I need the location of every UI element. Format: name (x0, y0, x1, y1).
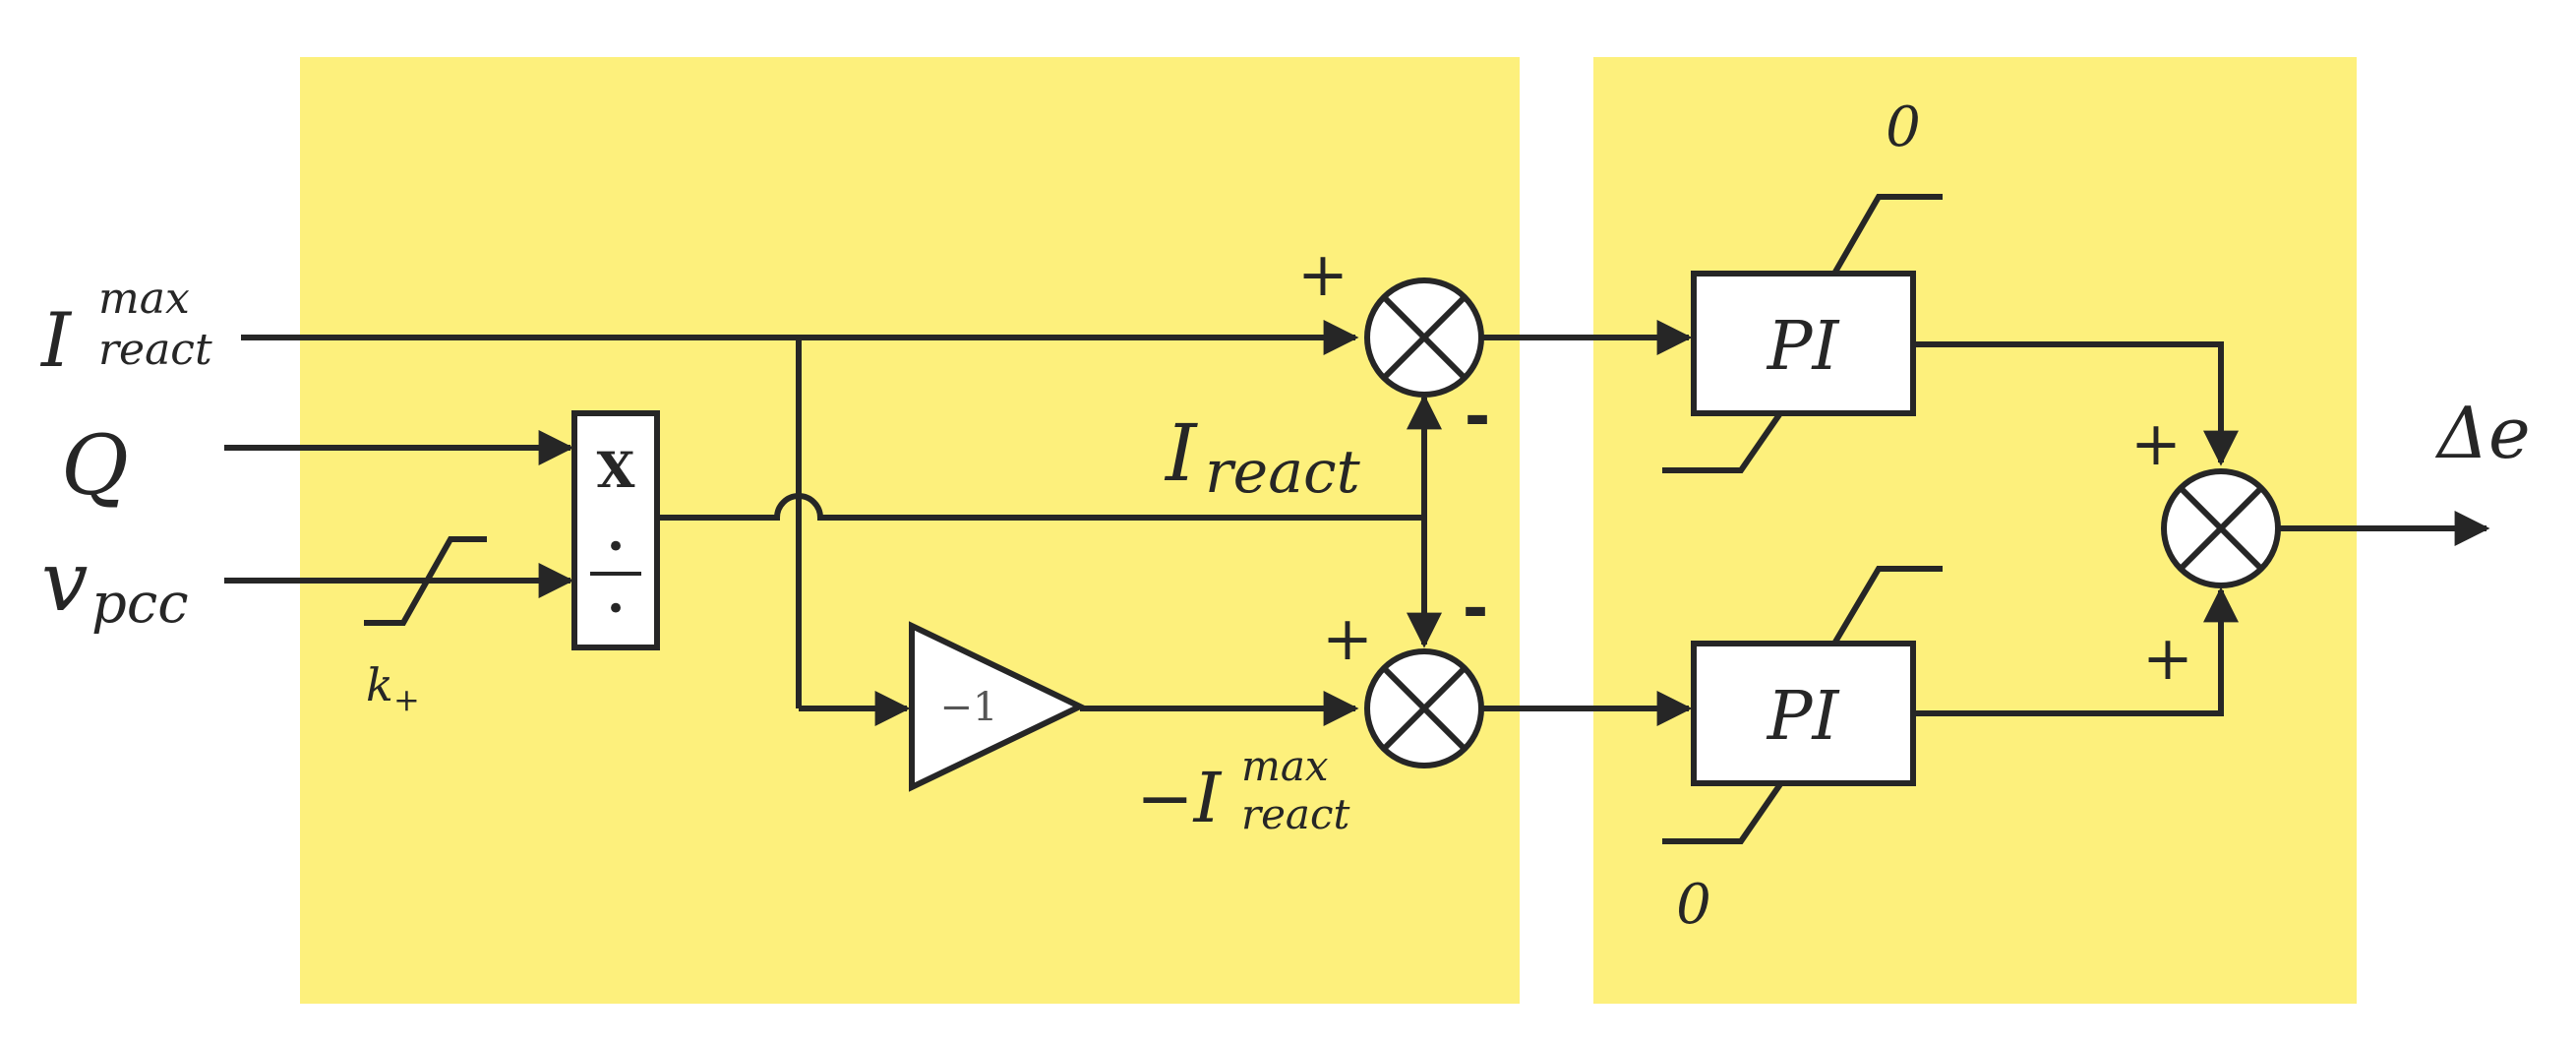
pi-top-label: PI (1766, 308, 1840, 386)
sum-junction-top (1364, 277, 1484, 398)
pi-bottom-out (1913, 586, 2239, 716)
sum-top-minus: - (1465, 381, 1491, 454)
pi-top-upper-limit-icon (1831, 194, 1943, 276)
svg-text:max: max (98, 274, 190, 324)
svg-text:+: + (393, 681, 420, 718)
multdiv-block (571, 410, 660, 650)
pi-top-lower-limit-icon (1662, 411, 1783, 473)
pi-top-out (1913, 341, 2239, 466)
pi-bottom-upper-limit-icon (1831, 566, 1943, 645)
limiter-gain-label: k + (366, 658, 420, 718)
svg-text:−I: −I (1136, 758, 1223, 838)
neg-imax-label: −I max react (1136, 742, 1349, 838)
svg-text:react: react (1241, 790, 1349, 838)
svg-text:max: max (1241, 742, 1329, 790)
output-label: Δe (2434, 392, 2531, 474)
sum-top-plus: + (1297, 238, 1348, 310)
imax-label: I max react (39, 274, 212, 384)
sum-output-top-plus: + (2130, 407, 2182, 479)
gain-block (909, 621, 1087, 792)
svg-text:react: react (98, 325, 212, 375)
pi-bottom-lower-limit-icon (1662, 782, 1783, 844)
sum-junction-bottom (1364, 648, 1484, 768)
pi-bottom-label: PI (1766, 678, 1840, 756)
gain-label: −1 (940, 685, 998, 730)
pi-block-bottom (1691, 641, 1916, 786)
svg-text:k: k (366, 658, 393, 711)
multdiv-bottom-dot: • (606, 589, 626, 629)
svg-text:pcc: pcc (91, 572, 189, 636)
svg-text:v: v (41, 533, 88, 630)
pi-top-limit-label: 0 (1886, 95, 1921, 159)
multdiv-top-dot: • (606, 527, 626, 567)
svg-text:I: I (1164, 407, 1198, 499)
left-panel (300, 57, 1520, 1004)
vpcc-label: v pcc (41, 533, 189, 636)
sum-junction-output (2161, 468, 2281, 588)
pi-bottom-limit-label: 0 (1676, 873, 1711, 937)
svg-text:react: react (1205, 438, 1361, 507)
pi-block-top (1691, 271, 1916, 416)
multdiv-x-label: X (597, 441, 635, 499)
ireact-label: I react (1164, 407, 1361, 507)
sum-bottom-minus: - (1463, 573, 1489, 645)
svg-text:I: I (39, 296, 73, 384)
ireact-line (657, 493, 1424, 521)
q-label: Q (61, 417, 129, 514)
sum-output-bottom-plus: + (2142, 622, 2193, 694)
vpcc-limiter-icon (364, 536, 487, 626)
sum-bottom-plus: + (1322, 602, 1373, 674)
